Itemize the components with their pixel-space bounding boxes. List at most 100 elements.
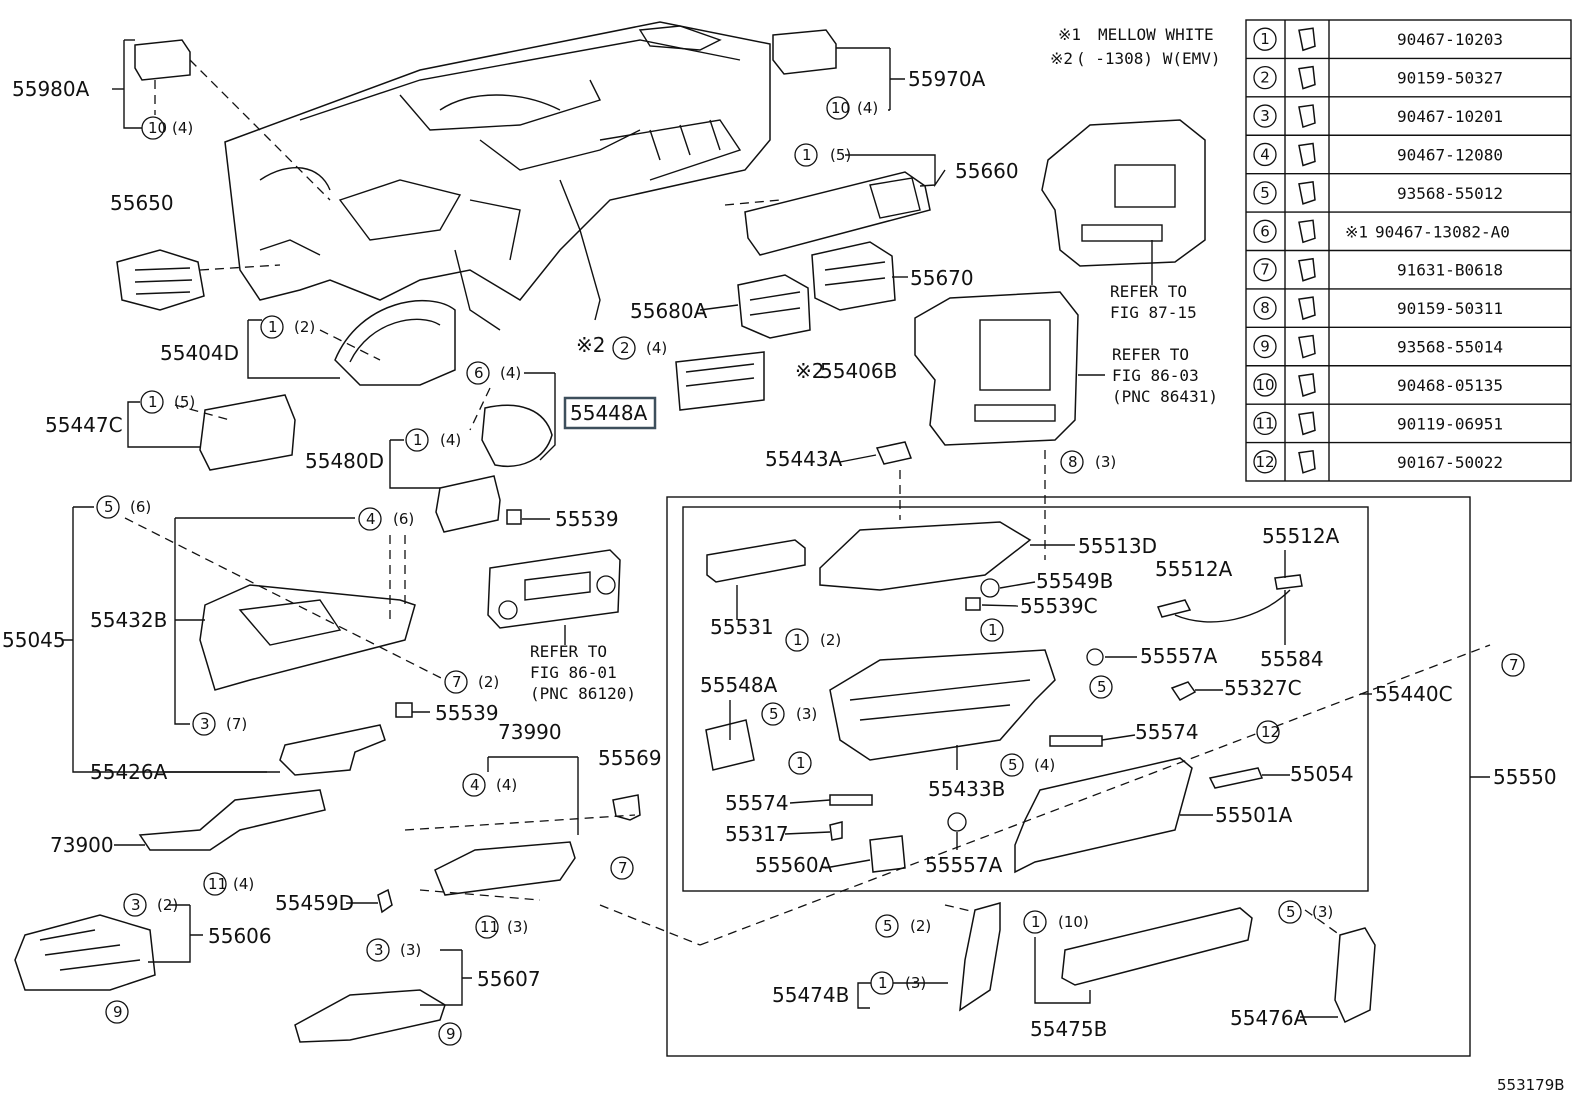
highlight-box-55448A bbox=[563, 396, 657, 430]
fastener-number: 8 bbox=[1260, 299, 1270, 317]
callout-qty: (3) bbox=[905, 974, 926, 992]
callout-12: 12 bbox=[1256, 720, 1280, 744]
note-2-text: ( -1308) W(EMV) bbox=[1076, 49, 1221, 68]
fastener-icon bbox=[1298, 219, 1316, 244]
callout-number: 12 bbox=[1261, 723, 1280, 741]
callout-number: 5 bbox=[1097, 678, 1107, 696]
callout-9: 9 bbox=[105, 1000, 129, 1024]
callout-6: 6(4) bbox=[466, 361, 521, 385]
glovebox-parts bbox=[666, 496, 1471, 1057]
fastener-number-circle bbox=[1253, 450, 1277, 474]
fastener-row: 11 90119-06951 bbox=[1246, 403, 1571, 436]
callout-5: 5 bbox=[1089, 675, 1113, 699]
callout-qty: (7) bbox=[226, 715, 247, 733]
fastener-number-circle bbox=[1253, 411, 1277, 436]
callout-number: 5 bbox=[1286, 903, 1296, 921]
callout-10: 10(4) bbox=[141, 116, 193, 140]
callout-qty: (4) bbox=[233, 875, 254, 893]
mark-note-2: ※2 bbox=[795, 359, 824, 383]
callout-qty: (3) bbox=[796, 705, 817, 723]
fastener-icon bbox=[1298, 334, 1316, 359]
callout-4: 4(6) bbox=[358, 507, 414, 531]
fastener-part-number: 90467-10203 bbox=[1397, 30, 1503, 49]
fastener-icon bbox=[1298, 65, 1316, 90]
fastener-number: 12 bbox=[1255, 453, 1274, 471]
part-label: 55480D bbox=[305, 449, 384, 473]
fastener-number-circle bbox=[1253, 104, 1277, 128]
ref-line: FIG 86-01 bbox=[530, 663, 617, 682]
fastener-part-number: 90167-50022 bbox=[1397, 453, 1503, 472]
fastener-number: 11 bbox=[1255, 414, 1274, 432]
fastener-icon bbox=[1298, 296, 1316, 321]
part-label: 55475B bbox=[1030, 1017, 1107, 1041]
callout-1: 1(10) bbox=[1023, 910, 1089, 934]
callout-number: 9 bbox=[113, 1003, 123, 1021]
note-1-mark: ※1 bbox=[1058, 25, 1081, 44]
part-label: 55443A bbox=[765, 447, 843, 471]
callout-11: 11(3) bbox=[475, 915, 528, 939]
callout-qty: (2) bbox=[478, 673, 499, 691]
callout-qty: (4) bbox=[440, 431, 461, 449]
part-label: 55447C bbox=[45, 413, 123, 437]
reference-notes: REFER TO FIG 87-15 REFER TO FIG 86-03 (P… bbox=[530, 240, 1218, 703]
callout-5: 5(2) bbox=[875, 914, 931, 938]
fastener-number: 9 bbox=[1260, 338, 1270, 356]
fastener-row: 8 90159-50311 bbox=[1246, 288, 1571, 321]
fastener-part-number: 90119-06951 bbox=[1397, 414, 1503, 433]
callout-number: 1 bbox=[988, 621, 998, 639]
callout-3: 3(7) bbox=[192, 712, 247, 736]
part-label: 55512A bbox=[1155, 557, 1233, 581]
fastener-number: 2 bbox=[1260, 69, 1270, 87]
ref-line: (PNC 86120) bbox=[530, 684, 636, 703]
callout-number: 8 bbox=[1068, 453, 1078, 471]
fastener-number-circle bbox=[1253, 181, 1277, 205]
callout-1: 1(2) bbox=[260, 315, 315, 339]
callout-1: 1(4) bbox=[405, 428, 461, 452]
leader-lines bbox=[63, 39, 1491, 1018]
callout-8: 8(3) bbox=[1060, 450, 1116, 474]
fastener-part-number: 90159-50311 bbox=[1397, 299, 1503, 318]
mark-note-2: ※2 bbox=[576, 333, 605, 357]
part-label: 55539 bbox=[555, 507, 619, 531]
fastener-number: 1 bbox=[1260, 30, 1270, 48]
callout-number: 5 bbox=[1008, 756, 1018, 774]
callout-qty: (4) bbox=[172, 119, 193, 137]
ref-line: FIG 86-03 bbox=[1112, 366, 1199, 385]
fastener-number-circle bbox=[1253, 142, 1277, 167]
part-label: 55970A bbox=[908, 67, 986, 91]
callout-number: 3 bbox=[374, 941, 384, 959]
part-label: 55650 bbox=[110, 191, 174, 215]
callout-number: 1 bbox=[148, 393, 158, 411]
callout-qty: (4) bbox=[646, 339, 667, 357]
callout-number: 1 bbox=[796, 754, 806, 772]
fastener-icon bbox=[1298, 449, 1316, 474]
callout-1: 1(3) bbox=[870, 971, 926, 995]
fastener-number: 5 bbox=[1260, 184, 1270, 202]
callout-10: 10(4) bbox=[826, 96, 878, 120]
part-label: 55560A bbox=[755, 853, 833, 877]
fastener-part-number: 90468-05135 bbox=[1397, 376, 1503, 395]
part-label: 55539 bbox=[435, 701, 499, 725]
callout-number: 6 bbox=[474, 364, 484, 382]
fastener-number: 7 bbox=[1260, 261, 1270, 279]
fastener-icon bbox=[1298, 104, 1316, 129]
part-label: 55569 bbox=[598, 746, 662, 770]
ref-line: REFER TO bbox=[1110, 282, 1187, 301]
fastener-part-number: 90467-10201 bbox=[1397, 107, 1503, 126]
part-label: 55607 bbox=[477, 967, 541, 991]
callout-number: 11 bbox=[208, 875, 227, 893]
callout-qty: (6) bbox=[130, 498, 151, 516]
callout-5: 5(6) bbox=[96, 495, 151, 519]
part-label: 55512A bbox=[1262, 524, 1340, 548]
callout-5: 5(3) bbox=[1278, 900, 1333, 924]
part-label: 55980A bbox=[12, 77, 90, 101]
fastener-part-number: 90467-13082-A0 bbox=[1375, 222, 1510, 241]
note-1-text: MELLOW WHITE bbox=[1098, 25, 1214, 44]
callout-number: 11 bbox=[480, 918, 499, 936]
fastener-icon bbox=[1298, 142, 1316, 167]
figure-id: 553179B bbox=[1497, 1076, 1565, 1094]
